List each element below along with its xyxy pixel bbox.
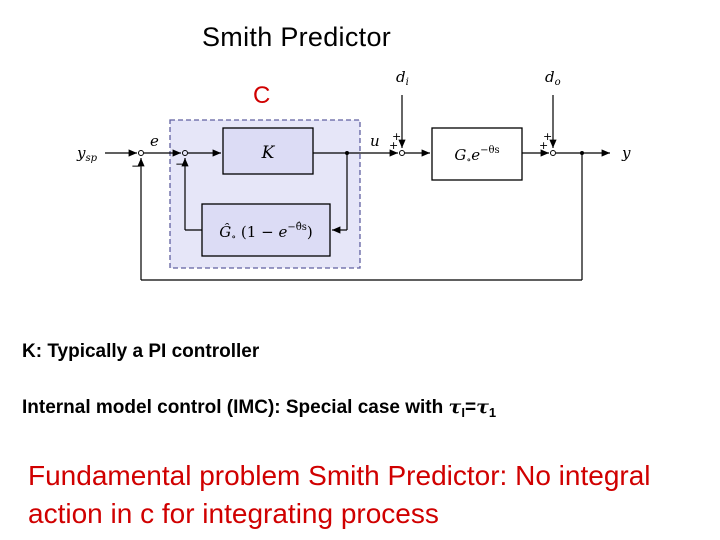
plus-sign-di-left: + (389, 139, 398, 152)
predictor-block-label: Ĝ∘ (1 − e−θ̂s) (219, 222, 312, 243)
y-output-label: y (621, 144, 631, 162)
plus-sign-do-top: + (543, 130, 552, 143)
plus-sign-di-top: + (392, 130, 401, 143)
d-i-label: di (396, 68, 409, 88)
plant-block-label: G∘e−θs (454, 145, 499, 166)
slide-title: Smith Predictor (202, 22, 392, 52)
d-o-label: do (545, 68, 561, 88)
controller-c-label: C (253, 82, 271, 109)
plus-sign-do-left: + (539, 139, 548, 152)
predictor-block (201, 203, 331, 257)
note-imc: Internal model control (IMC): Special ca… (22, 396, 497, 420)
smith-predictor-block-diagram: K Ĝ∘ (1 − e−θ̂s) G∘e−θs ysp e u y di do … (76, 68, 631, 281)
e-label: e (150, 132, 159, 150)
conclusion-text: Fundamental problem Smith Predictor: No … (28, 460, 651, 529)
note-k-controller: K: Typically a PI controller (22, 341, 260, 362)
minus-sign-outer: − (131, 159, 141, 173)
k-block-label: K (261, 143, 276, 163)
k-block (222, 127, 314, 175)
plant-block (431, 127, 523, 181)
y-sp-label: ysp (76, 144, 98, 164)
minus-sign-inner: − (175, 157, 185, 171)
u-label: u (370, 132, 380, 150)
